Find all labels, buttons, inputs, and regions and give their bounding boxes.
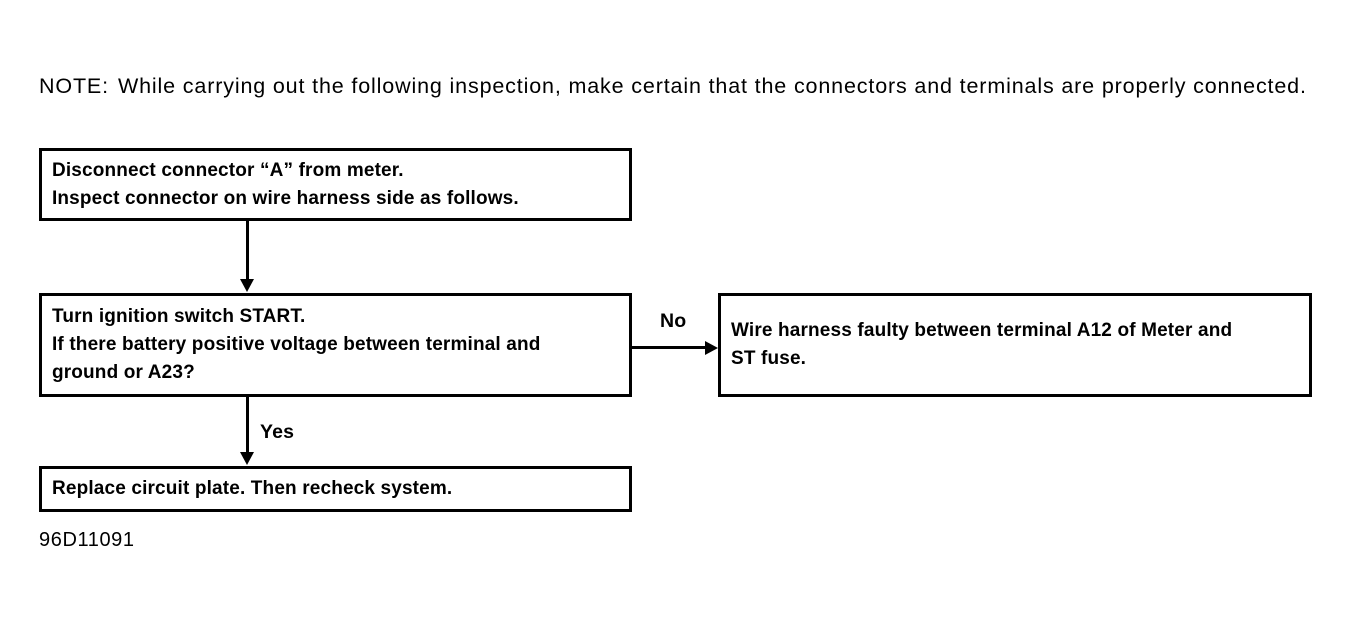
flow-box-ignition-check: Turn ignition switch START. If there bat… [39, 293, 632, 397]
connector-ignition-to-faulty-line [632, 346, 711, 349]
flow-box-line: ground or A23? [52, 362, 195, 383]
note-label: NOTE: [39, 74, 109, 98]
connector-ignition-to-replace-arrowhead [240, 452, 254, 465]
flow-box-line: Turn ignition switch START. [52, 306, 306, 327]
connector-ignition-to-replace-line [246, 397, 249, 453]
connector-disconnect-to-ignition-arrowhead [240, 279, 254, 292]
flow-box-line: If there battery positive voltage betwee… [52, 334, 541, 355]
connector-ignition-to-faulty-arrowhead [705, 341, 718, 355]
flow-box-replace-circuit-plate: Replace circuit plate. Then recheck syst… [39, 466, 632, 512]
flow-box-line: Inspect connector on wire harness side a… [52, 187, 519, 209]
flow-box-line: ST fuse. [731, 348, 807, 369]
figure-id: 96D11091 [39, 529, 135, 551]
flow-box-line: Wire harness faulty between terminal A12… [731, 320, 1233, 341]
connector-disconnect-to-ignition-line [246, 221, 249, 281]
note-text: While carrying out the following inspect… [117, 74, 1307, 98]
branch-label-yes: Yes [260, 421, 295, 443]
note-block: NOTE: While carrying out the following in… [39, 72, 1324, 100]
flow-box-line: Replace circuit plate. Then recheck syst… [52, 478, 453, 499]
branch-label-no: No [660, 310, 687, 332]
flow-box-line: Disconnect connector “A” from meter. [52, 159, 404, 181]
flow-box-wire-harness-faulty: Wire harness faulty between terminal A12… [718, 293, 1312, 397]
flow-box-disconnect-connector: Disconnect connector “A” from meter. Ins… [39, 148, 632, 221]
